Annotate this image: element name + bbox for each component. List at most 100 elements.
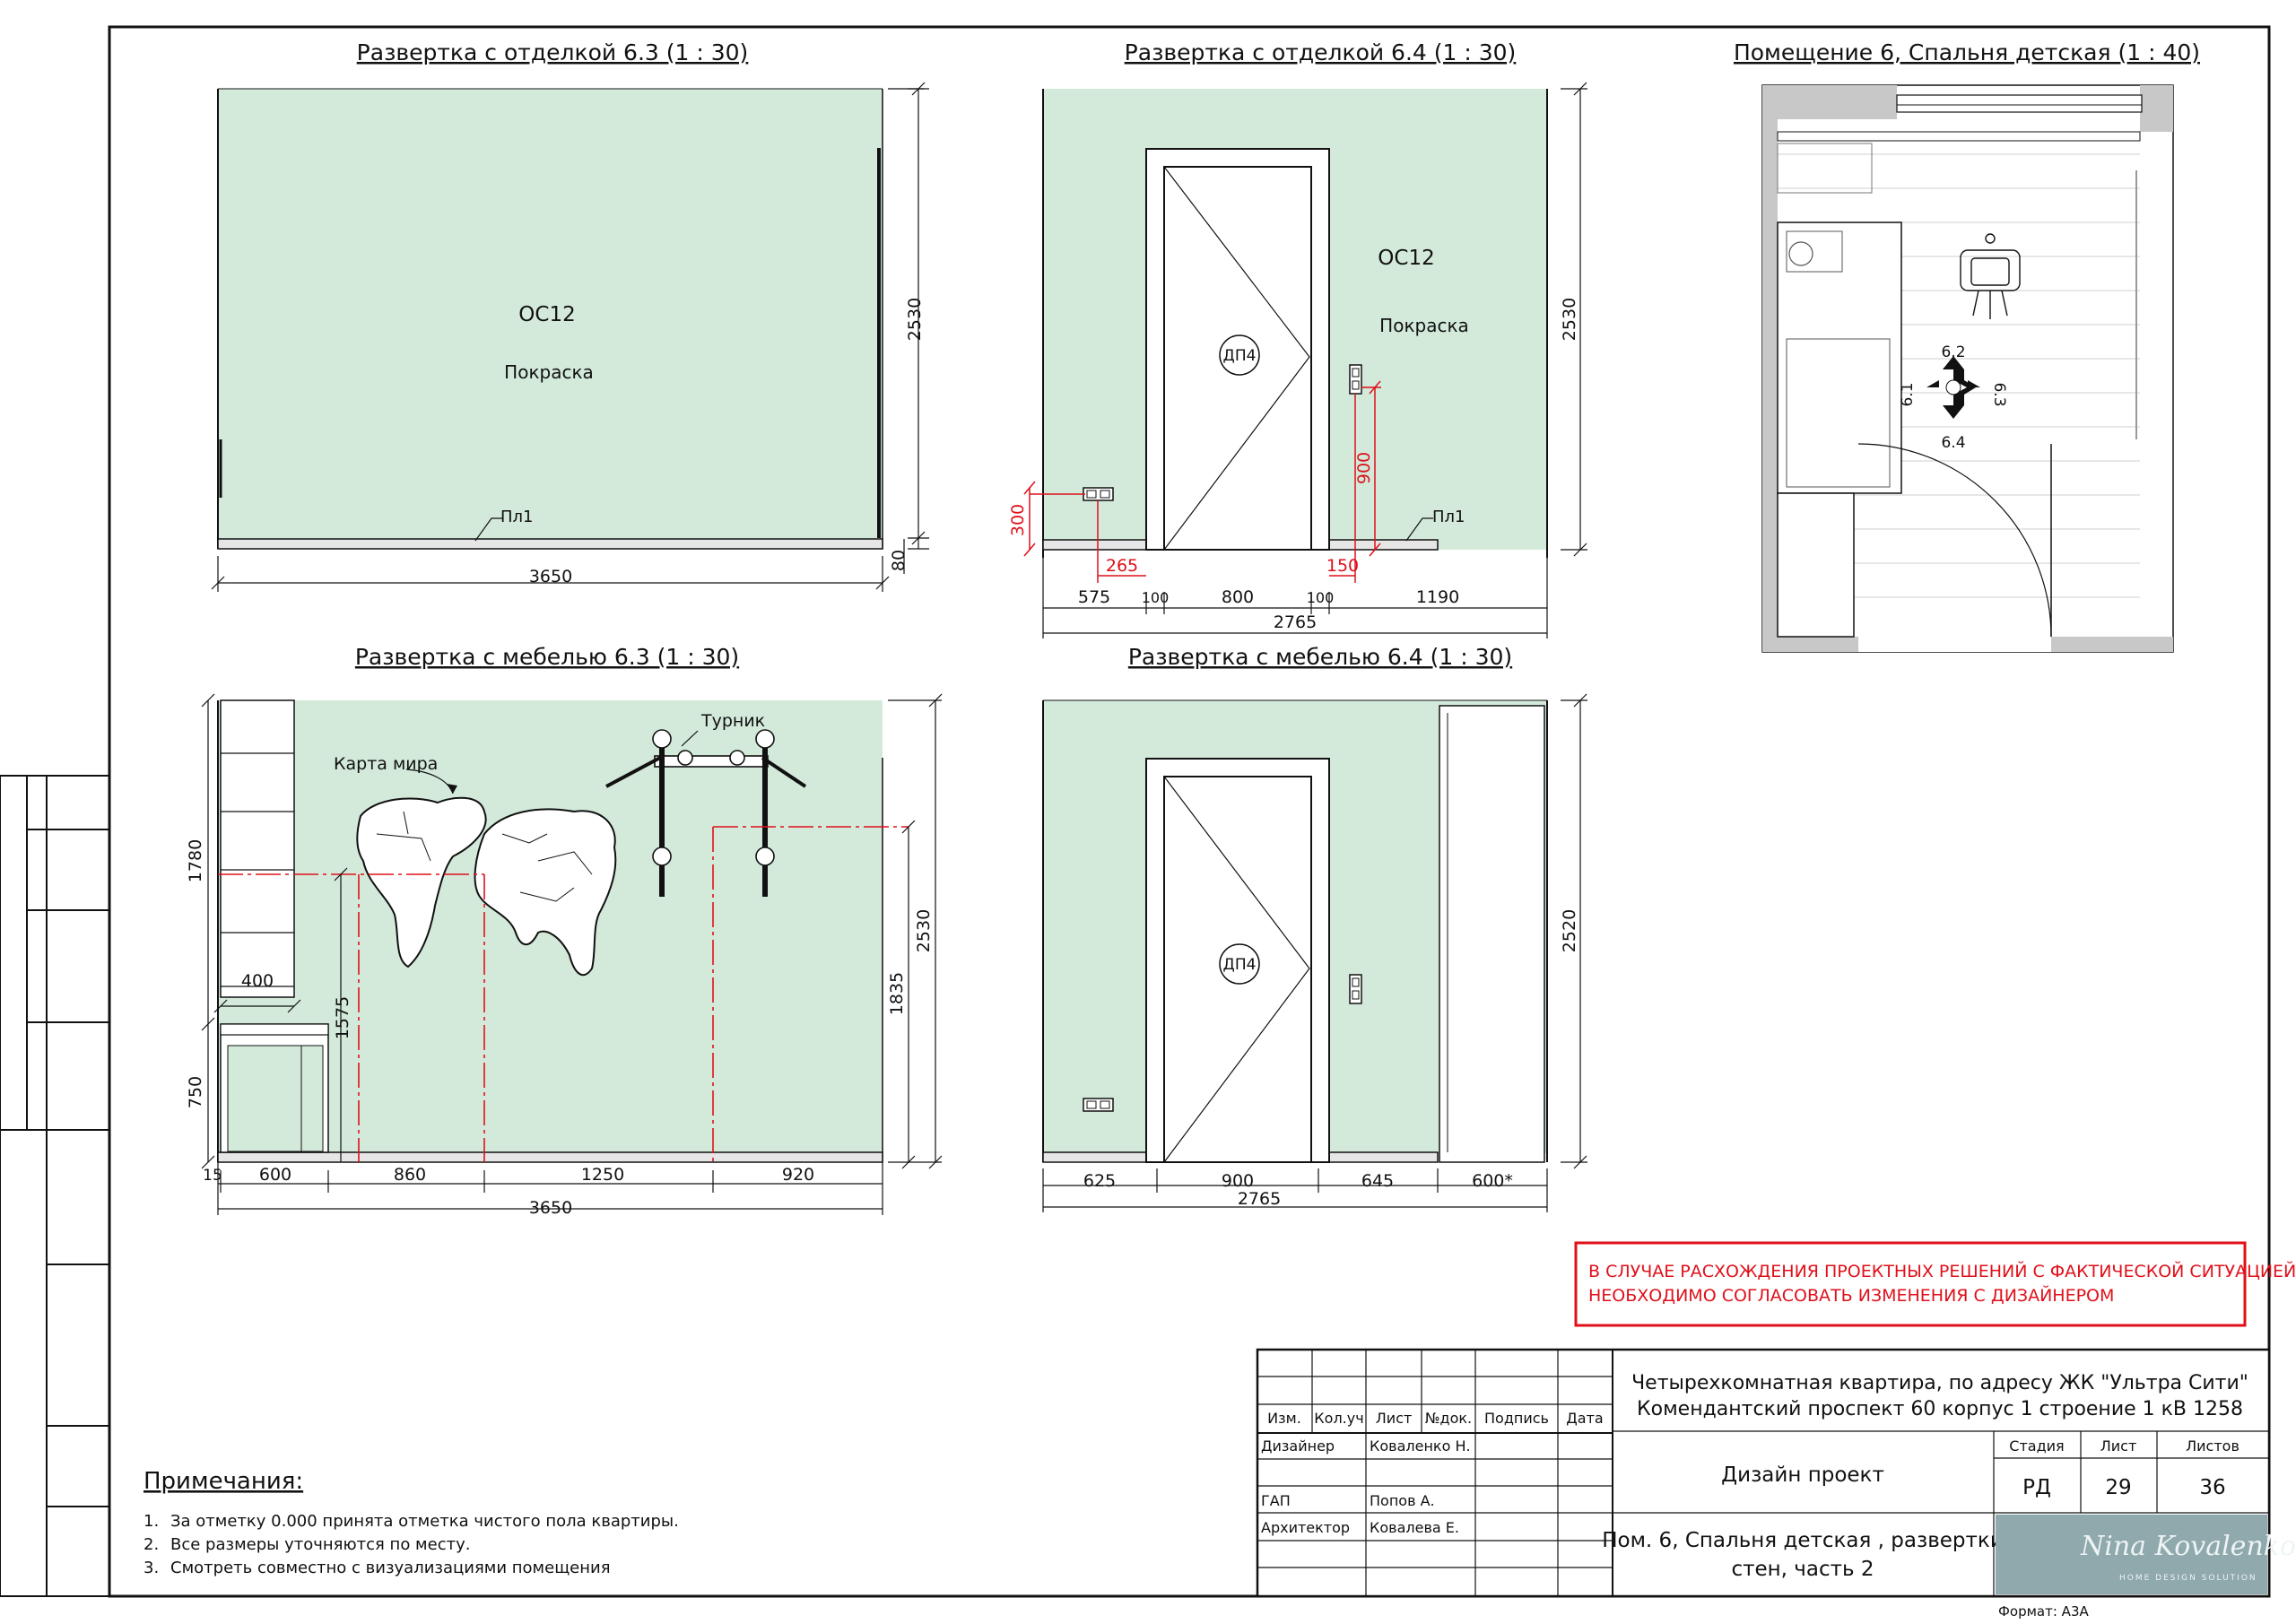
sheet-title-2: стен, часть 2: [1731, 1558, 1874, 1581]
wardrobe: [1777, 492, 1855, 638]
dim-100b: 100: [1307, 589, 1335, 606]
view-title-plan: Помещение 6, Спальня детская (1 : 40): [1734, 39, 2200, 65]
dimension-lines: [201, 693, 943, 1215]
elevation-finish-6-3: Развертка с отделкой 6.3 (1 : 30) ОС12 П…: [211, 39, 929, 592]
wall-surface: [218, 89, 883, 539]
stage-header: Стадия: [2009, 1437, 2064, 1455]
door-tag: ДП4: [1223, 956, 1257, 974]
dim-switch-offset: 150: [1326, 556, 1359, 576]
dim-total: 2765: [1274, 612, 1317, 632]
red-axis-lines: [218, 826, 909, 1162]
dim-860: 860: [394, 1165, 426, 1185]
binding-strip: [0, 775, 110, 1597]
dim-width: 3650: [529, 567, 572, 586]
elevation-furniture-6-4: Развертка с мебелью 6.4 (1 : 30) ДП4 625…: [1042, 644, 1587, 1212]
socket: [1083, 1098, 1114, 1112]
col-kol: Кол.уч: [1314, 1410, 1363, 1427]
dim-920: 920: [782, 1165, 814, 1185]
shelving-unit: [220, 699, 295, 998]
red-dimension-lines: [1023, 380, 1381, 583]
view-6-3: 6.3: [1990, 382, 2008, 406]
sheets-value: 36: [2199, 1476, 2225, 1499]
dim-1250: 1250: [581, 1165, 624, 1185]
dim-switch-height: 900: [1354, 452, 1374, 484]
svg-text:3.: 3.: [144, 1559, 159, 1577]
name-designer: Коваленко Н.: [1370, 1437, 1471, 1455]
dim-600: 600*: [1472, 1171, 1513, 1191]
dim-height: 2530: [1560, 298, 1579, 341]
sheet-value: 29: [2105, 1476, 2131, 1499]
view-6-2: 6.2: [1941, 343, 1965, 361]
dim-height: 2530: [905, 298, 925, 341]
dim-2530: 2530: [914, 909, 934, 952]
dim-total: 2765: [1238, 1189, 1281, 1209]
warning-line-1: В СЛУЧАЕ РАСХОЖДЕНИЯ ПРОЕКТНЫХ РЕШЕНИЙ С…: [1588, 1261, 2296, 1281]
chair-icon: [1960, 233, 2021, 319]
sheet-header: Лист: [2100, 1437, 2137, 1455]
dim-645: 645: [1361, 1171, 1394, 1191]
view-6-1: 6.1: [1899, 382, 1917, 406]
wardrobe: [1439, 705, 1545, 1163]
dimension-lines: [1042, 82, 1587, 638]
view-title-furniture-6-4: Развертка с мебелью 6.4 (1 : 30): [1128, 644, 1512, 670]
dim-1780: 1780: [186, 839, 205, 882]
map-borders: [376, 811, 593, 902]
note-1: За отметку 0.000 принята отметка чистого…: [170, 1512, 679, 1531]
col-sign: Подпись: [1484, 1410, 1549, 1427]
plinth: [217, 538, 883, 550]
dim-625: 625: [1083, 1171, 1116, 1191]
title-block: Изм. Кол.уч Лист №док. Подпись Дата Диза…: [1256, 1348, 2296, 1620]
map-label: Карта мира: [334, 754, 438, 774]
dim-socket-height: 300: [1008, 504, 1028, 536]
col-date: Дата: [1566, 1410, 1603, 1427]
dim-575: 575: [1078, 587, 1110, 607]
svg-text:2.: 2.: [144, 1535, 159, 1554]
socket: [1083, 487, 1114, 501]
col-izm: Изм.: [1267, 1410, 1301, 1427]
bed: [1777, 221, 1902, 494]
role-gap: ГАП: [1261, 1492, 1291, 1509]
name-architect: Ковалева Е.: [1370, 1519, 1459, 1536]
warning-box: В СЛУЧАЕ РАСХОЖДЕНИЯ ПРОЕКТНЫХ РЕШЕНИЙ С…: [1574, 1241, 2296, 1327]
finish-code: ОС12: [518, 303, 575, 326]
door-tag: ДП4: [1223, 347, 1257, 365]
svg-text:1.: 1.: [144, 1512, 159, 1531]
dimension-lines: [1042, 693, 1587, 1212]
plinth-label: Пл1: [1432, 508, 1465, 526]
project-line-1: Четырехкомнатная квартира, по адресу ЖК …: [1631, 1372, 2248, 1394]
sheets-header: Листов: [2186, 1437, 2239, 1455]
dim-1835: 1835: [887, 972, 907, 1015]
dim-900: 900: [1222, 1171, 1254, 1191]
format-label: Формат: А3А: [1998, 1603, 2089, 1620]
logo-subtitle: HOME DESIGN SOLUTION: [2119, 1574, 2257, 1583]
notes: Примечания: 1. За отметку 0.000 принята …: [144, 1468, 679, 1577]
view-title-furniture-6-3: Развертка с мебелью 6.3 (1 : 30): [355, 644, 739, 670]
view-marker: [1926, 356, 1980, 419]
stage-value: РД: [2022, 1476, 2051, 1499]
name-gap: Попов А.: [1370, 1492, 1435, 1509]
dim-100a: 100: [1142, 589, 1170, 606]
col-list: Лист: [1376, 1410, 1413, 1427]
note-3: Смотреть совместно с визуализациями поме…: [170, 1559, 611, 1577]
dim-400: 400: [241, 971, 274, 991]
bar-label: Турник: [700, 711, 765, 731]
room-plan: Помещение 6, Спальня детская (1 : 40): [1734, 39, 2200, 653]
dim-total: 3650: [529, 1198, 572, 1218]
dimension-lines: [211, 82, 929, 592]
doc-type: Дизайн проект: [1721, 1463, 1884, 1487]
dim-600: 600: [259, 1165, 291, 1185]
finish-type: Покраска: [1379, 315, 1469, 336]
role-designer: Дизайнер: [1261, 1437, 1335, 1455]
note-2: Все размеры уточняются по месту.: [170, 1535, 470, 1554]
dim-15: 15: [203, 1167, 222, 1185]
dim-socket-offset: 265: [1106, 556, 1138, 576]
elevation-furniture-6-3: Развертка с мебелью 6.3 (1 : 30) Карта м…: [186, 644, 943, 1218]
view-6-4: 6.4: [1941, 434, 1965, 452]
sheet-title-1: Пом. 6, Спальня детская , развертки: [1602, 1529, 2004, 1552]
world-map-icon: [356, 796, 617, 977]
finish-code: ОС12: [1378, 247, 1434, 270]
finish-type: Покраска: [504, 361, 594, 383]
dim-750: 750: [186, 1076, 205, 1108]
door-swing: [1857, 443, 2052, 638]
